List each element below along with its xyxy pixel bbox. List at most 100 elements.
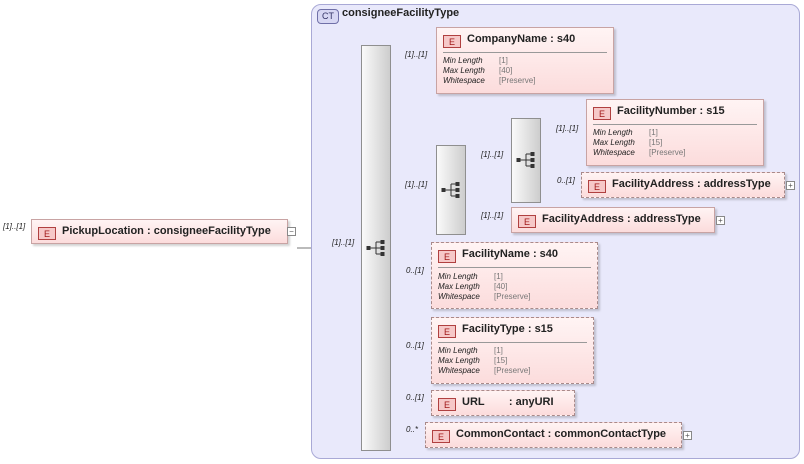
facet-value: [1]: [649, 128, 658, 137]
element-facilitytype[interactable]: E FacilityType : s15 Min Length [1] Max …: [431, 317, 594, 384]
facet-label: Max Length: [438, 356, 480, 365]
element-companyname[interactable]: E CompanyName : s40 Min Length [1] Max L…: [436, 27, 614, 94]
element-type: s15: [534, 323, 553, 335]
expand-icon[interactable]: +: [683, 431, 692, 440]
expand-icon[interactable]: +: [786, 181, 795, 190]
element-badge: E: [438, 325, 456, 338]
facilityaddress-cardinality: [1]..[1]: [481, 211, 504, 220]
type-separator: :: [550, 33, 557, 45]
element-label: FacilityType : s15: [462, 323, 553, 335]
facet-separator: [593, 124, 757, 125]
element-name: FacilityAddress: [612, 178, 694, 190]
facilityname-cardinality: 0..[1]: [406, 266, 424, 275]
facet-label: Whitespace: [443, 76, 485, 85]
element-type: anyURI: [515, 396, 554, 408]
facet-label: Whitespace: [438, 366, 480, 375]
element-name: FacilityType: [462, 323, 525, 335]
facet-label: Max Length: [438, 282, 480, 291]
facet-value: [40]: [494, 282, 508, 291]
complex-type-badge: CT: [317, 9, 339, 24]
facet-value: [15]: [649, 138, 663, 147]
element-type: addressType: [633, 213, 701, 225]
element-badge: E: [593, 107, 611, 120]
element-commoncontact[interactable]: E CommonContact : commonContactType: [425, 422, 682, 448]
element-facilitynumber[interactable]: E FacilityNumber : s15 Min Length [1] Ma…: [586, 99, 764, 166]
type-separator: :: [699, 105, 707, 117]
type-separator: :: [146, 225, 154, 237]
facet-label: Max Length: [593, 138, 635, 147]
facet-value: [1]: [494, 272, 503, 281]
root-cardinality: [1]..[1]: [3, 222, 26, 231]
facet-label: Min Length: [438, 346, 478, 355]
element-type: s40: [539, 248, 559, 260]
facet-value: [Preserve]: [494, 292, 531, 301]
element-facilityaddress-optional[interactable]: E FacilityAddress : addressType: [581, 172, 785, 198]
collapse-icon[interactable]: −: [287, 227, 296, 236]
type-separator: :: [527, 323, 535, 335]
facilityaddress-opt-cardinality: 0..[1]: [557, 176, 575, 185]
inner-group-bar: [511, 118, 541, 203]
element-pickuplocation[interactable]: E PickupLocation : consigneeFacilityType: [31, 219, 288, 244]
inner-group-cardinality: [1]..[1]: [481, 150, 504, 159]
element-name: FacilityNumber: [617, 105, 697, 117]
main-sequence-cardinality: [1]..[1]: [332, 238, 355, 247]
facet-label: Max Length: [443, 66, 485, 75]
facet-label: Min Length: [443, 56, 483, 65]
expand-icon[interactable]: +: [716, 216, 725, 225]
element-label: PickupLocation : consigneeFacilityType: [62, 225, 271, 237]
commoncontact-cardinality: 0..*: [406, 425, 419, 434]
element-facilityaddress[interactable]: E FacilityAddress : addressType: [511, 207, 715, 233]
element-label: FacilityAddress : addressType: [612, 178, 771, 190]
sequence-icon: [366, 240, 385, 256]
facet-label: Whitespace: [438, 292, 480, 301]
element-name: PickupLocation: [62, 225, 144, 237]
facilitynumber-cardinality: [1]..[1]: [556, 124, 579, 133]
element-facilityname[interactable]: E FacilityName : s40 Min Length [1] Max …: [431, 242, 598, 309]
url-cardinality: 0..[1]: [406, 393, 424, 402]
element-name: FacilityName: [462, 248, 530, 260]
element-label: FacilityAddress : addressType: [542, 213, 701, 225]
element-type: s40: [556, 33, 576, 45]
element-type: s15: [706, 105, 725, 117]
element-label: FacilityNumber : s15: [617, 105, 725, 117]
element-badge: E: [518, 215, 536, 228]
element-name: URL: [462, 396, 485, 408]
facet-value: [40]: [499, 66, 513, 75]
facet-value: [Preserve]: [499, 76, 536, 85]
type-separator: :: [532, 248, 540, 260]
companyname-cardinality: [1]..[1]: [405, 50, 428, 59]
element-badge: E: [443, 35, 461, 48]
element-type: addressType: [703, 178, 771, 190]
element-url[interactable]: E URL : anyURI: [431, 390, 575, 416]
facet-value: [15]: [494, 356, 508, 365]
element-badge: E: [438, 250, 456, 263]
facilitytype-cardinality: 0..[1]: [406, 341, 424, 350]
facet-value: [Preserve]: [494, 366, 531, 375]
element-type: consigneeFacilityType: [153, 225, 271, 237]
type-separator: :: [626, 213, 634, 225]
element-name: FacilityAddress: [542, 213, 624, 225]
element-label: CommonContact : commonContactType: [456, 428, 666, 440]
facet-label: Min Length: [593, 128, 633, 137]
facet-label: Min Length: [438, 272, 478, 281]
element-label: CompanyName : s40: [467, 33, 575, 45]
facet-separator: [438, 267, 591, 268]
element-name: CompanyName: [467, 33, 548, 45]
sequence-icon: [516, 152, 535, 168]
type-separator: :: [487, 396, 516, 408]
element-badge: E: [438, 398, 456, 411]
element-badge: E: [38, 227, 56, 240]
type-separator: :: [696, 178, 704, 190]
element-badge: E: [432, 430, 450, 443]
element-label: FacilityName : s40: [462, 248, 558, 260]
type-separator: :: [547, 428, 555, 440]
facet-separator: [438, 342, 587, 343]
facet-value: [1]: [499, 56, 508, 65]
facet-value: [Preserve]: [649, 148, 686, 157]
element-name: CommonContact: [456, 428, 545, 440]
complex-type-name: consigneeFacilityType: [342, 7, 460, 19]
sequence-icon: [441, 182, 460, 198]
inner-sequence-cardinality: [1]..[1]: [405, 180, 428, 189]
element-type: commonContactType: [554, 428, 667, 440]
facet-label: Whitespace: [593, 148, 635, 157]
